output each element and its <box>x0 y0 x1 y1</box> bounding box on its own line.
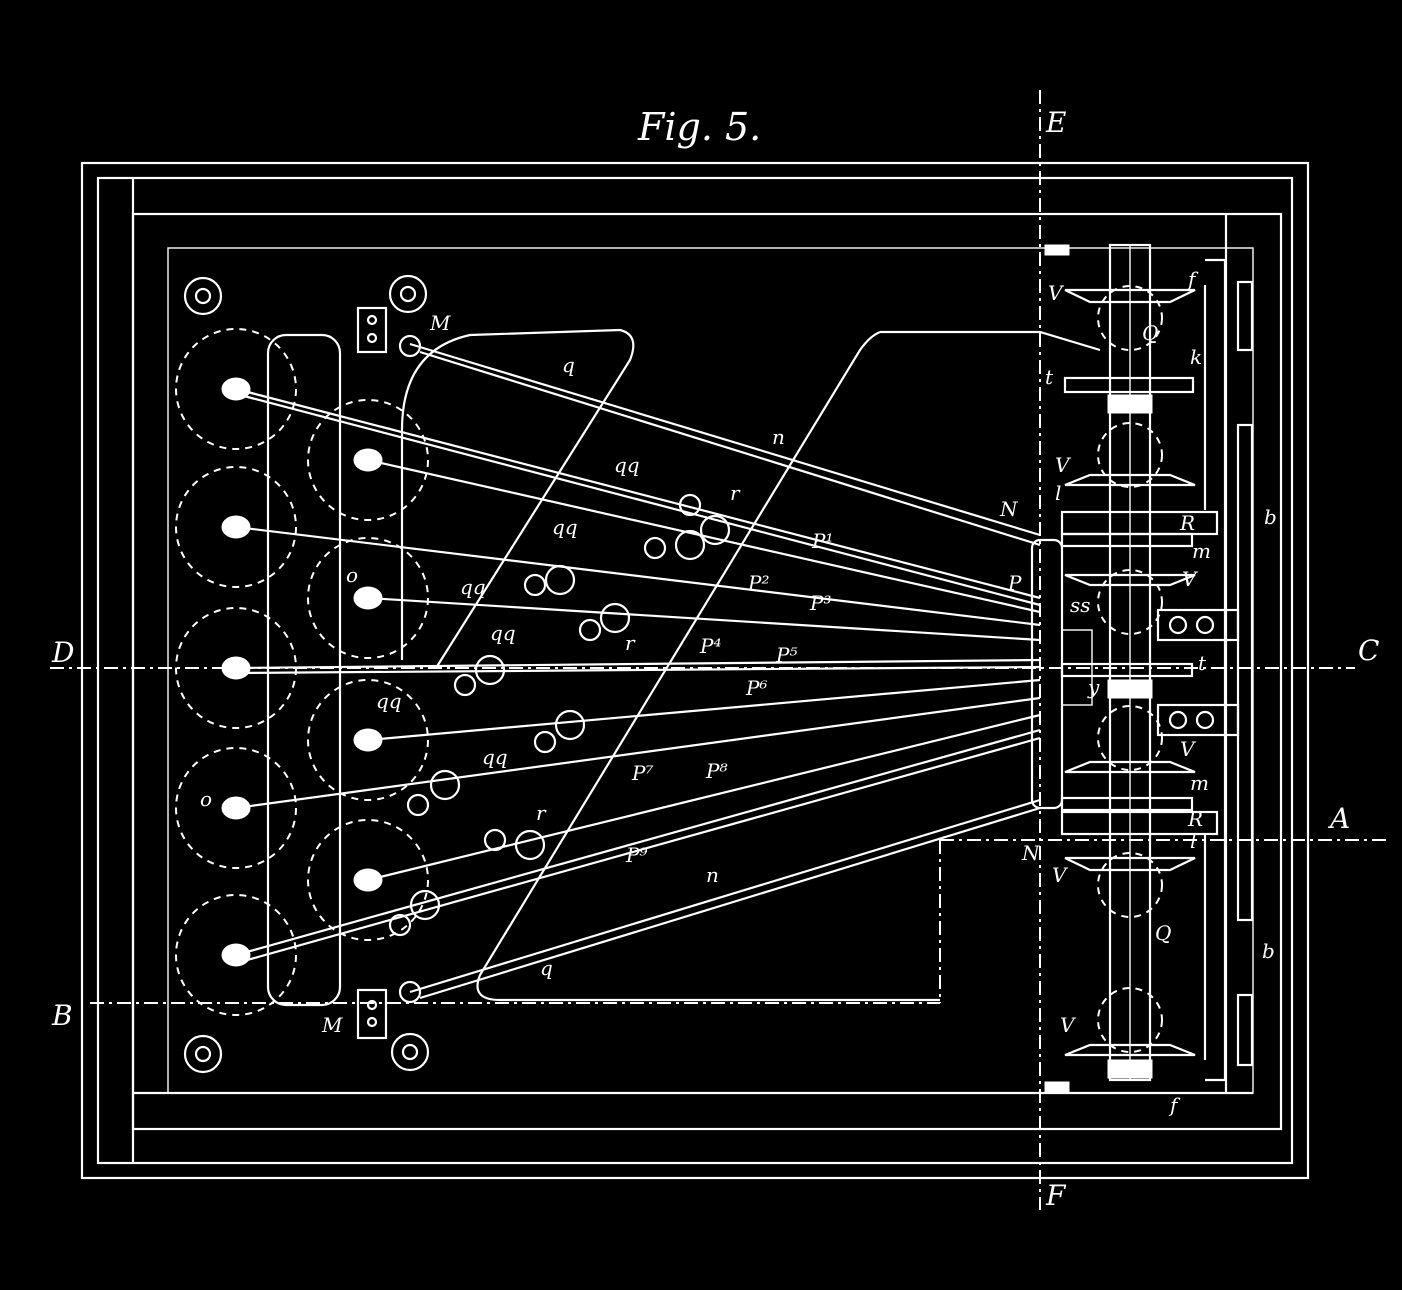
cord-fan <box>235 342 1041 1000</box>
label-k: k <box>1190 345 1202 369</box>
label-y: y <box>1087 675 1100 699</box>
shaft-assembly <box>1064 243 1196 1082</box>
m-bracket-top <box>356 306 388 354</box>
label-qq-4: qq <box>490 621 516 645</box>
label-p4: P⁴ <box>699 634 721 658</box>
section-a-label: A <box>1327 802 1350 835</box>
label-p1: P¹ <box>811 529 833 553</box>
label-q-bottom: q <box>540 956 553 980</box>
label-t: t <box>1045 365 1054 389</box>
label-v-3: V <box>1182 567 1199 591</box>
label-o-1: o <box>346 563 358 587</box>
bolt-top-left <box>183 276 223 316</box>
label-f-bottom: f <box>1168 1093 1181 1117</box>
label-p8: P⁸ <box>705 759 727 783</box>
label-q-shaft-top: Q <box>1142 321 1158 345</box>
label-qq-3: qq <box>460 575 486 599</box>
corner-bolts <box>183 274 430 1074</box>
label-o-2: o <box>200 787 212 811</box>
label-r-lower: R <box>1187 807 1203 831</box>
label-p5: P⁵ <box>775 643 797 667</box>
section-f-label: F <box>1045 1179 1067 1212</box>
drum-p <box>1030 538 1064 810</box>
label-v-5: V <box>1052 863 1069 887</box>
m-bracket-bottom <box>356 988 388 1040</box>
label-n-bottom: n <box>706 863 719 887</box>
label-v-4: V <box>1180 737 1197 761</box>
label-r-1: r <box>730 481 741 505</box>
section-d-label: D <box>51 636 74 669</box>
label-r-2: r <box>625 631 636 655</box>
label-p-drum: P <box>1007 571 1022 595</box>
label-qq-2: qq <box>552 515 578 539</box>
label-t-mid: t <box>1198 651 1207 675</box>
section-e-label: E <box>1045 106 1066 139</box>
label-p9: P⁹ <box>625 843 647 867</box>
label-b-top: b <box>1264 505 1277 529</box>
label-qq-1: qq <box>614 453 640 477</box>
label-n-top: n <box>772 425 785 449</box>
label-ss: ss <box>1070 593 1091 617</box>
section-c-label: C <box>1358 634 1379 667</box>
label-r-3: r <box>536 801 547 825</box>
lever-pivots <box>388 334 731 1004</box>
label-m-upper: m <box>1192 539 1211 563</box>
label-qq-6: qq <box>482 745 508 769</box>
label-p2: P² <box>747 571 769 595</box>
lever-plates <box>400 328 1101 1002</box>
label-v-1: V <box>1048 281 1065 305</box>
bolt-top-inner <box>388 274 428 314</box>
label-n-upper: N <box>999 497 1019 521</box>
racks <box>1060 376 1219 836</box>
section-b-label: B <box>51 999 73 1032</box>
key-plate <box>266 333 342 1007</box>
label-m-bottom: M <box>321 1013 343 1037</box>
label-v-2: V <box>1055 453 1072 477</box>
label-l-top: l <box>1055 481 1061 505</box>
label-m-lower: m <box>1190 771 1209 795</box>
label-p6: P⁶ <box>745 676 767 700</box>
label-m-top: M <box>429 311 451 335</box>
label-qq-5: qq <box>376 689 402 713</box>
label-n-lower: N <box>1021 841 1041 865</box>
label-l-bottom: l <box>1190 829 1196 853</box>
label-f-top: f <box>1186 267 1199 291</box>
label-p7: P⁷ <box>631 761 653 785</box>
right-frame <box>1044 244 1254 1093</box>
label-p3: P³ <box>809 591 831 615</box>
label-b-bottom: b <box>1262 939 1275 963</box>
bolt-bottom-left <box>183 1034 223 1074</box>
figure-title: Fig. 5. <box>637 105 761 149</box>
label-v-6: V <box>1060 1013 1077 1037</box>
label-q-shaft-bottom: Q <box>1155 921 1171 945</box>
bolt-bottom-inner <box>390 1032 430 1072</box>
label-r-upper: R <box>1179 511 1195 535</box>
label-q-top: q <box>562 353 575 377</box>
